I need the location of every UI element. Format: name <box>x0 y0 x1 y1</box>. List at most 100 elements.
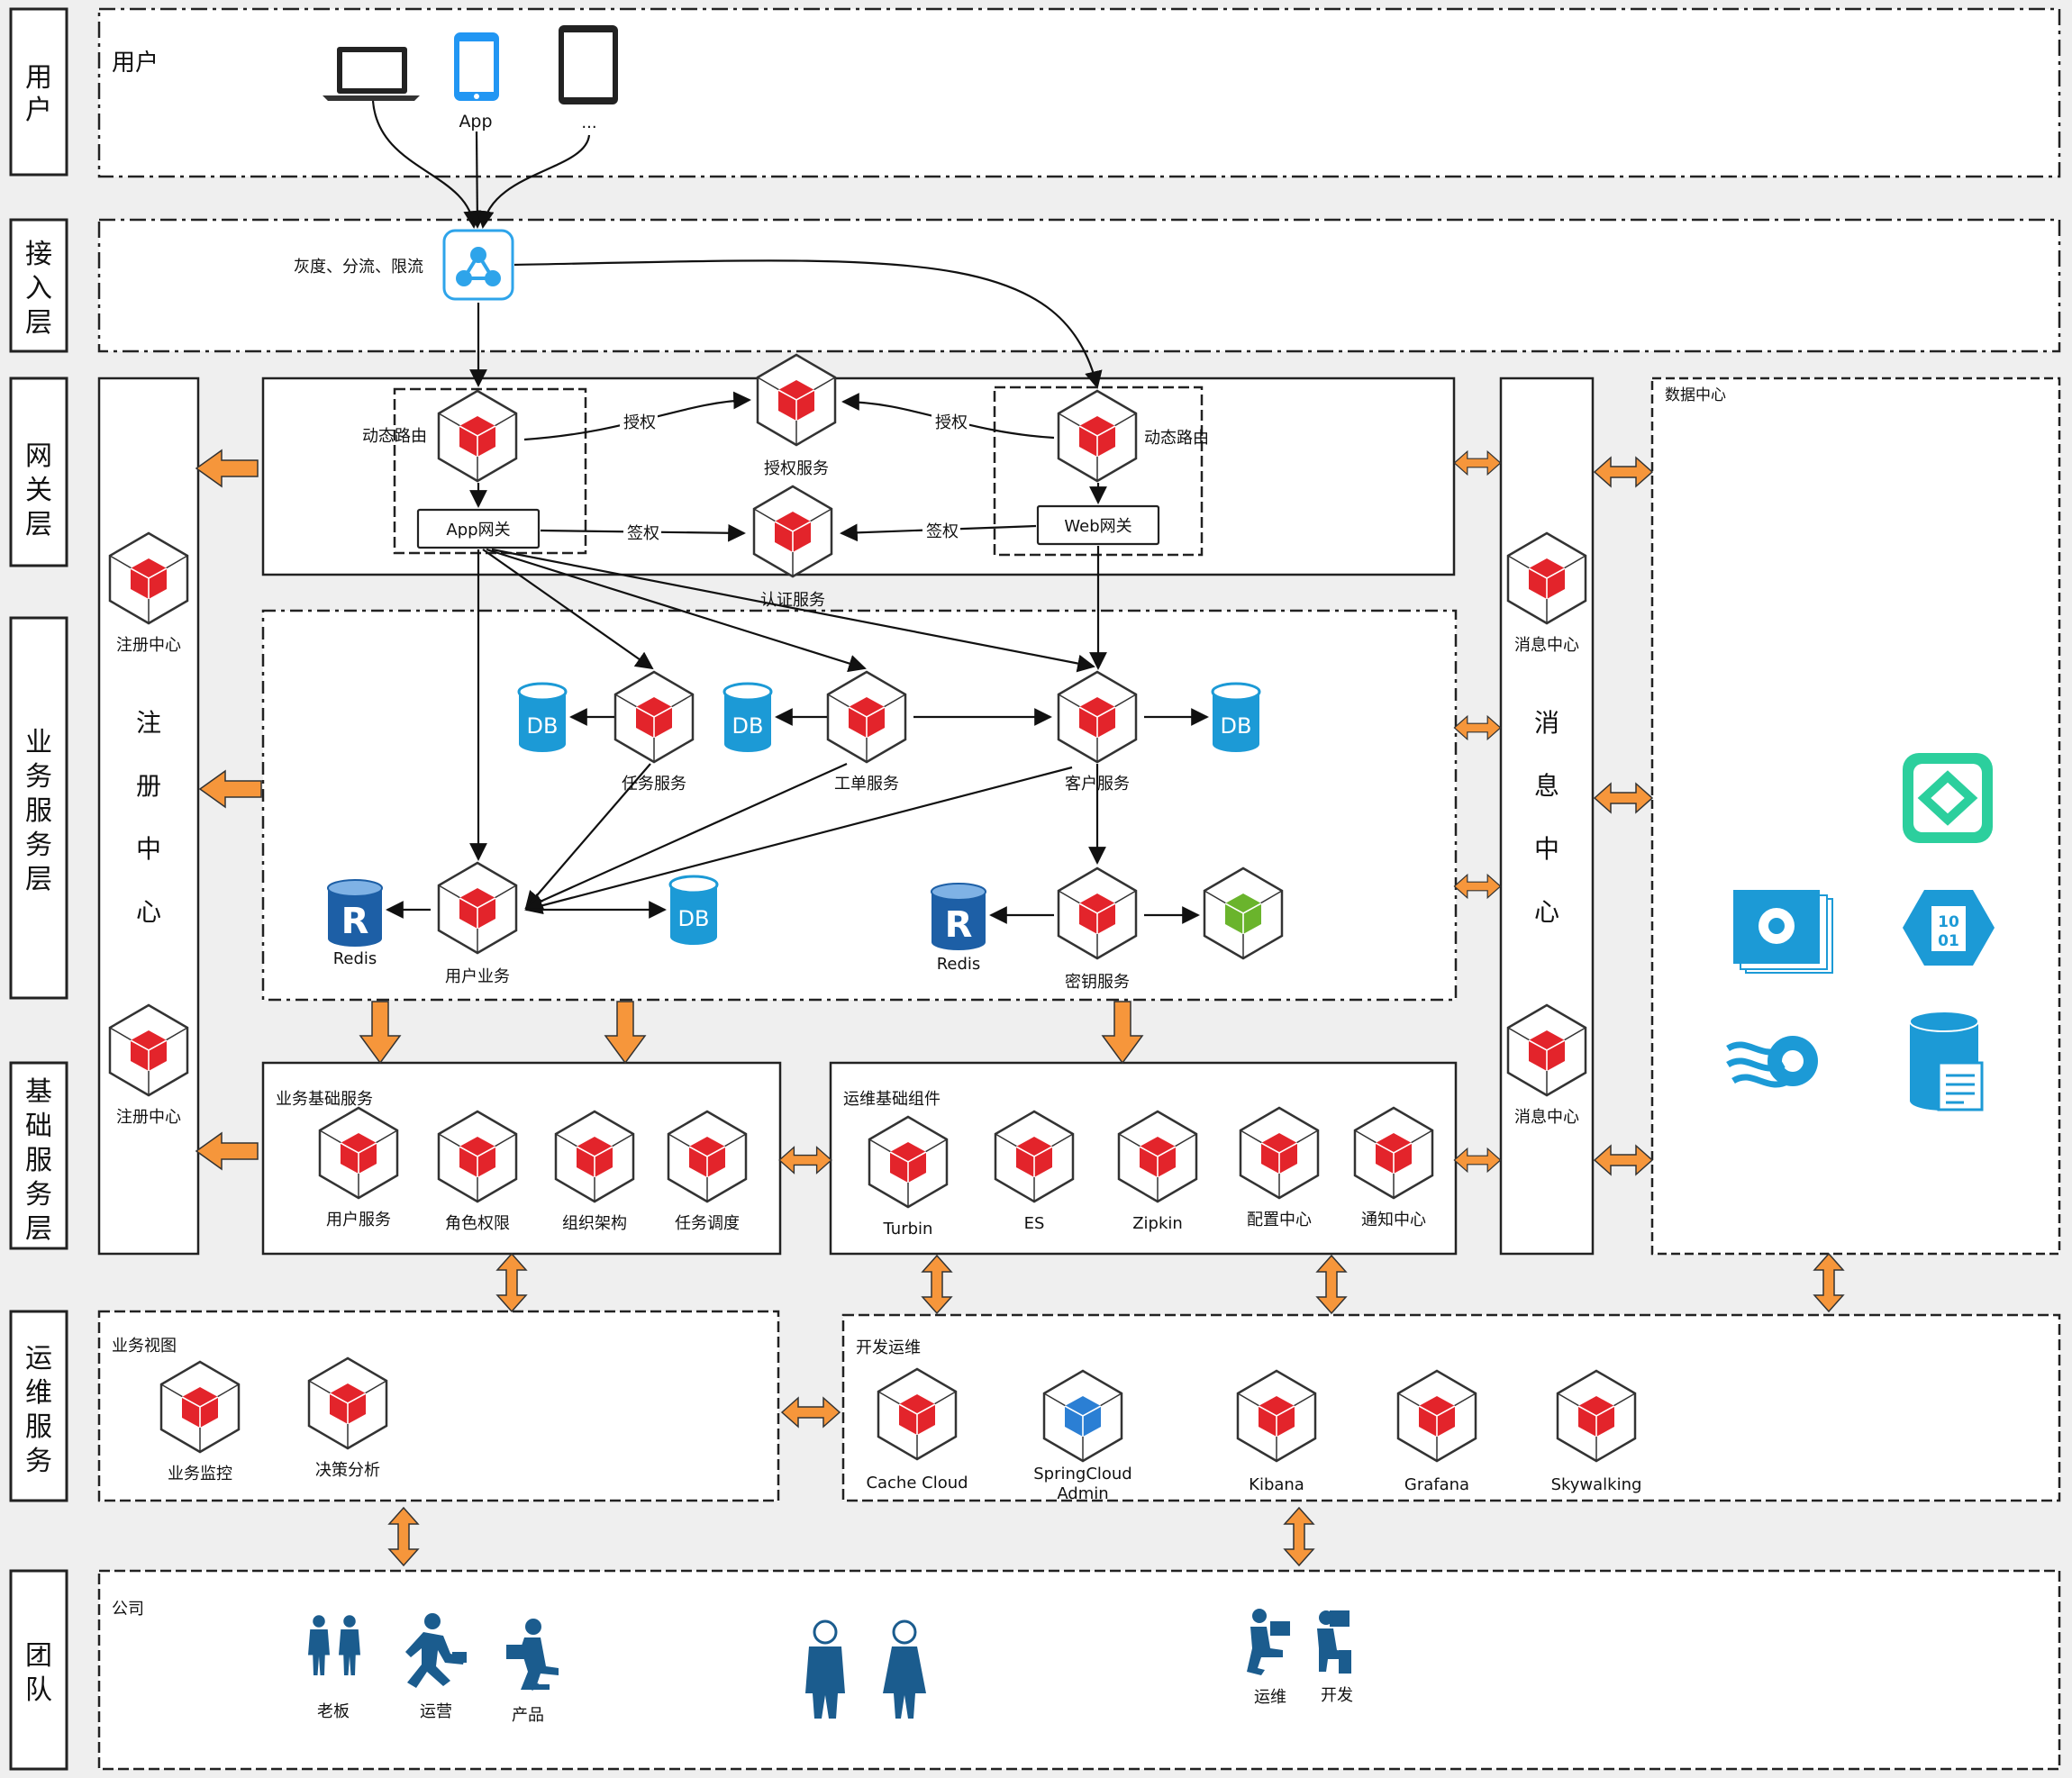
layer-team-c1: 队 <box>25 1674 52 1706</box>
message-top-label: 消息中心 <box>1514 636 1579 655</box>
business-section <box>261 609 1458 1002</box>
arrow-ops-devops-1 <box>922 1255 952 1314</box>
edge-lb-webgw <box>513 259 1103 389</box>
ops-components-title: 运维基础组件 <box>843 1090 941 1109</box>
arrow-down-3 <box>1102 1001 1143 1064</box>
man-icon <box>805 1619 845 1719</box>
redis-key <box>931 883 986 951</box>
edge-customer-userbiz <box>524 766 1073 915</box>
biz-monitor-label: 业务监控 <box>168 1465 232 1483</box>
layer-ops-c3: 务 <box>25 1446 52 1477</box>
datacenter-section <box>1650 376 2061 1256</box>
arrow-message-datacenter-2 <box>1594 783 1653 813</box>
layer-business-c3: 务 <box>25 830 52 861</box>
tablet-icon <box>559 25 618 104</box>
layer-base-c2: 服 <box>25 1145 52 1176</box>
db-user-label: DB <box>678 906 710 931</box>
authorize-left-label: 授权 <box>623 413 656 432</box>
redis-key-label: Redis <box>937 955 981 974</box>
db-task: DB <box>517 682 568 754</box>
message-v3: 心 <box>1534 897 1559 927</box>
edge-appgw-customer <box>491 548 1095 673</box>
layer-gateway-c2: 层 <box>25 509 52 540</box>
base-schedule-label: 任务调度 <box>675 1214 740 1233</box>
web-gateway-box: Web网关 <box>1036 504 1160 546</box>
arrow-bizview-devops <box>781 1397 841 1428</box>
message-v0: 消 <box>1534 708 1559 738</box>
edge-task-userbiz <box>524 763 651 910</box>
arrow-ops-devops-2 <box>1316 1255 1347 1314</box>
registry-v3: 心 <box>136 897 161 927</box>
web-gateway-label: Web网关 <box>1064 517 1131 536</box>
registry-v1: 册 <box>136 771 161 801</box>
message-column <box>1499 376 1595 1256</box>
layer-ops-c0: 运 <box>25 1343 52 1374</box>
arrow-base-registry <box>195 1132 259 1170</box>
registry-bottom-label: 注册中心 <box>116 1108 181 1127</box>
arrow-down-2 <box>604 1001 646 1064</box>
boss-label: 老板 <box>317 1702 350 1721</box>
redis-user-label: Redis <box>333 949 377 968</box>
arrow-gateway-registry <box>195 449 259 487</box>
layer-gateway-c1: 关 <box>25 475 52 506</box>
kibana-label: Kibana <box>1249 1475 1304 1494</box>
db-customer: DB <box>1211 682 1261 754</box>
authorize-right-label: 授权 <box>935 413 968 432</box>
company-title: 公司 <box>112 1600 144 1619</box>
layer-ops-c1: 维 <box>25 1377 52 1409</box>
settings-stack-icon <box>1733 890 1833 974</box>
admin-label: Admin <box>1057 1484 1108 1503</box>
devops-title: 开发运维 <box>856 1338 921 1357</box>
access-section <box>97 218 2061 353</box>
base-user-service-label: 用户服务 <box>326 1211 391 1229</box>
layer-user-c1: 户 <box>25 95 52 126</box>
db-order-label: DB <box>732 713 764 739</box>
db-document-icon <box>1909 1011 1984 1111</box>
db-order: DB <box>722 682 773 754</box>
db-customer-label: DB <box>1221 713 1252 739</box>
edge-tablet-lb <box>476 134 591 229</box>
redis-user <box>327 879 383 948</box>
layer-user-box <box>9 7 68 177</box>
grafana-label: Grafana <box>1404 1475 1469 1494</box>
message-v2: 中 <box>1534 834 1559 864</box>
cert-service-label: 认证服务 <box>760 591 825 610</box>
arrow-business-registry <box>199 770 262 808</box>
users-section <box>97 7 2061 178</box>
arrow-message-datacenter-1 <box>1594 457 1653 487</box>
key-service-label: 密钥服务 <box>1065 973 1130 992</box>
decision-analysis-label: 决策分析 <box>315 1461 380 1480</box>
lb-label: 灰度、分流、限流 <box>294 258 423 277</box>
registry-v0: 注 <box>136 708 161 738</box>
layer-business-c0: 业 <box>25 727 52 758</box>
turbin-label: Turbin <box>883 1220 933 1238</box>
stream-gear-icon <box>1726 1036 1818 1088</box>
layer-ops-c2: 服 <box>25 1411 52 1443</box>
layer-gateway-box <box>9 376 68 567</box>
operation-icon <box>405 1613 467 1688</box>
product-label: 产品 <box>512 1706 544 1725</box>
es-label: ES <box>1024 1214 1045 1233</box>
operation-label: 运营 <box>420 1702 452 1721</box>
base-role-label: 角色权限 <box>445 1214 510 1233</box>
load-balancer-icon <box>442 229 514 301</box>
ops-team-label: 运维 <box>1254 1688 1286 1707</box>
ops-team-icon <box>1247 1609 1290 1675</box>
layer-access-box <box>9 218 68 353</box>
datacenter-title: 数据中心 <box>1665 386 1726 404</box>
edge-order-userbiz <box>524 762 848 910</box>
woman-icon <box>883 1619 926 1719</box>
dev-team-label: 开发 <box>1321 1686 1353 1705</box>
layer-business-c2: 服 <box>25 795 52 827</box>
layer-user-c0: 用 <box>25 62 52 94</box>
layer-access-c1: 入 <box>25 273 52 304</box>
base-services-title: 业务基础服务 <box>276 1090 373 1109</box>
layer-base-c3: 务 <box>25 1179 52 1211</box>
arrow-down-1 <box>359 1001 401 1064</box>
dev-team-icon <box>1317 1610 1351 1674</box>
layer-team-c0: 团 <box>25 1640 52 1672</box>
arrow-business-message-1 <box>1453 715 1502 740</box>
laptop-icon <box>323 47 420 101</box>
app-gateway-box: App网关 <box>416 508 541 549</box>
